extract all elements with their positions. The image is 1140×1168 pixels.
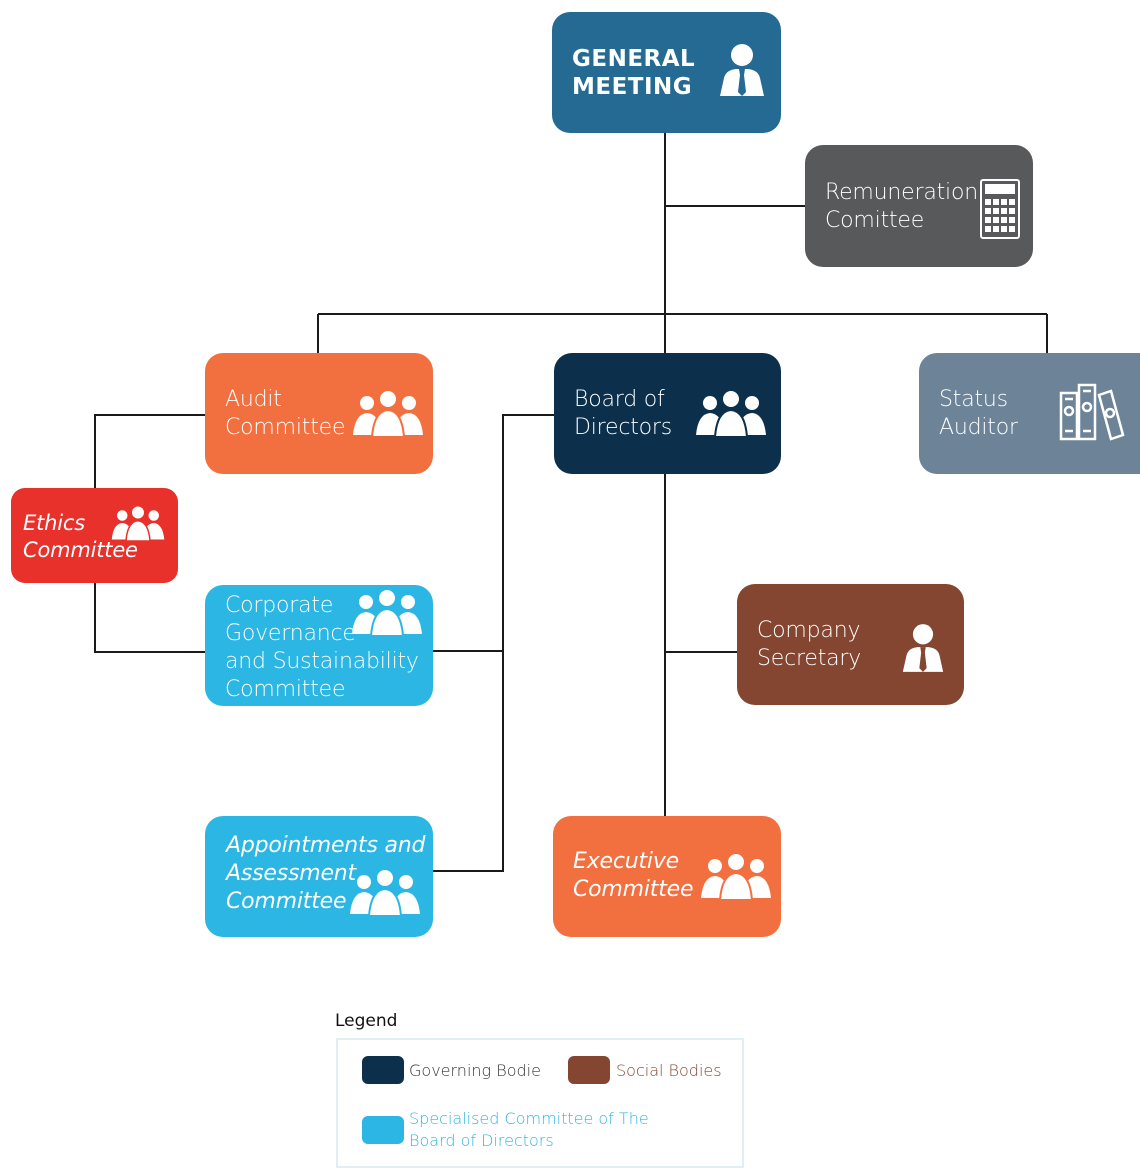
group-icon	[701, 852, 771, 904]
legend-title: Legend	[335, 1011, 398, 1031]
node-executive-label: Executive Committee	[573, 849, 694, 902]
node-remuneration-label: Remuneration Comittee	[825, 180, 978, 233]
node-audit-committee: Audit Committee	[205, 353, 433, 474]
legend: Governing Bodie Social Bodies Specialise…	[336, 1038, 744, 1168]
legend-swatch-governing	[362, 1056, 404, 1084]
node-board-of-directors: Board of Directors	[554, 353, 781, 474]
person-icon	[901, 622, 945, 678]
legend-swatch-specialised	[362, 1116, 404, 1144]
node-company-secretary: Company Secretary	[737, 584, 964, 705]
connector-board-left	[433, 414, 554, 872]
group-icon	[353, 389, 423, 441]
node-general-meeting: GENERAL MEETING	[552, 12, 781, 133]
legend-swatch-social	[568, 1056, 610, 1084]
node-ethics-label: Ethics Committee	[23, 511, 138, 562]
node-corporate-governance: Corporate Governance and Sustainability …	[205, 585, 433, 706]
legend-label-specialised: Specialised Committee of The Board of Di…	[409, 1109, 649, 1150]
node-corporate-label: Corporate Governance and Sustainability …	[225, 593, 419, 702]
node-general-meeting-label: GENERAL MEETING	[572, 46, 696, 100]
binders-icon	[1059, 383, 1125, 445]
node-appointments-committee: Appointments and Assessment Committee	[205, 816, 433, 937]
node-remuneration: Remuneration Comittee	[805, 145, 1033, 267]
node-ethics-committee: Ethics Committee	[11, 488, 178, 583]
legend-label-social: Social Bodies	[616, 1061, 722, 1080]
node-executive-committee: Executive Committee	[553, 816, 781, 937]
group-icon	[111, 505, 165, 545]
calculator-icon	[980, 179, 1020, 243]
legend-label-governing: Governing Bodie	[409, 1061, 541, 1080]
node-status-auditor: Status Auditor	[919, 353, 1140, 474]
person-icon	[718, 42, 766, 102]
group-icon	[352, 588, 422, 640]
node-audit-label: Audit Committee	[225, 387, 346, 440]
node-status-label: Status Auditor	[939, 387, 1018, 440]
node-board-label: Board of Directors	[574, 387, 673, 440]
group-icon	[696, 389, 766, 441]
node-appointments-label: Appointments and Assessment Committee	[226, 833, 426, 914]
group-icon	[350, 868, 420, 920]
node-secretary-label: Company Secretary	[757, 618, 862, 671]
